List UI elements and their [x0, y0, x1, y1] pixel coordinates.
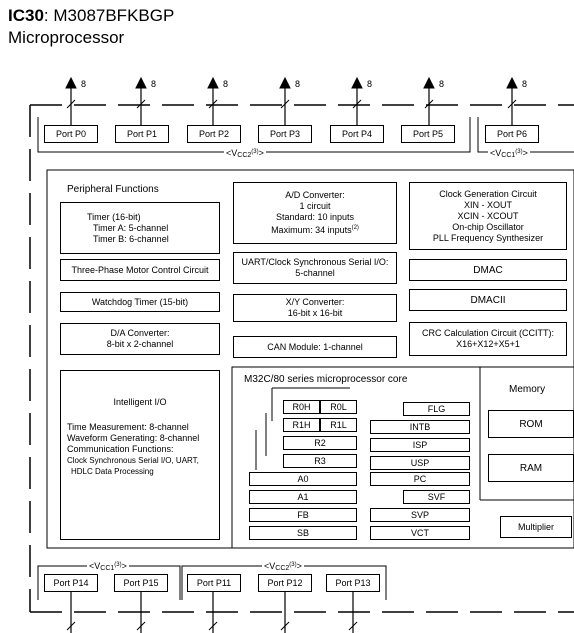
crc-title: CRC Calculation Circuit (CCITT): [421, 328, 555, 338]
clock-oscillator: On-chip Oscillator [452, 221, 524, 232]
communication-functions: Communication Functions: [67, 444, 174, 454]
ad-converter-block: A/D Converter: 1 circuit Standard: 10 in… [233, 182, 397, 244]
register-usp: USP [370, 456, 470, 470]
register-r0h: R0H [283, 400, 320, 414]
uart-block: UART/Clock Synchronous Serial I/O: 5-cha… [233, 252, 397, 284]
watchdog-block: Watchdog Timer (15-bit) [60, 292, 220, 312]
register-a1: A1 [249, 490, 357, 504]
three-phase-block: Three-Phase Motor Control Circuit [60, 259, 220, 281]
port-p4: Port P4 [330, 125, 384, 143]
bus-width-label: 8 [223, 79, 229, 89]
vcc1-label-top: <VCC1(3)> [488, 147, 530, 161]
bus-width-label: 8 [522, 79, 528, 89]
crc-polynomial: X16+X12+X5+1 [456, 339, 520, 349]
comm-detail-1: Clock Synchronous Serial I/O, UART, [67, 456, 199, 465]
register-svp: SVP [370, 508, 470, 522]
ram-block: RAM [488, 454, 574, 482]
port-p3: Port P3 [258, 125, 312, 143]
bus-width-label: 8 [81, 79, 87, 89]
clock-pll: PLL Frequency Synthesizer [432, 232, 544, 243]
register-vct: VCT [370, 526, 470, 540]
uart-detail: 5-channel [295, 268, 335, 278]
port-p12: Port P12 [258, 574, 312, 592]
port-p0: Port P0 [44, 125, 98, 143]
timer-b: Timer B: 6-channel [93, 233, 169, 244]
register-svf: SVF [403, 490, 470, 504]
port-p15: Port P15 [114, 574, 168, 592]
intelligent-io-heading: Intelligent I/O [113, 397, 167, 407]
port-p13: Port P13 [326, 574, 380, 592]
port-p14: Port P14 [44, 574, 98, 592]
timer-title: Timer (16-bit) [87, 211, 141, 222]
clock-title: Clock Generation Circuit [439, 188, 537, 199]
port-p6: Port P6 [485, 125, 539, 143]
rom-block: ROM [488, 410, 574, 438]
ad-circuits: 1 circuit [299, 201, 331, 211]
port-p2: Port P2 [187, 125, 241, 143]
port-p1: Port P1 [115, 125, 169, 143]
bus-width-label: 8 [151, 79, 157, 89]
port-p5: Port P5 [401, 125, 455, 143]
da-detail: 8-bit x 2-channel [106, 339, 174, 349]
comm-detail-2: HDLC Data Processing [71, 467, 154, 476]
da-title: D/A Converter: [110, 328, 170, 338]
da-converter-block: D/A Converter: 8-bit x 2-channel [60, 323, 220, 355]
register-r0l: R0L [320, 400, 357, 414]
title-id: IC30 [8, 6, 44, 25]
memory-heading: Memory [509, 384, 546, 395]
bus-width-label: 8 [439, 79, 445, 89]
peripheral-heading: Peripheral Functions [67, 184, 159, 195]
ad-maximum: Maximum: 34 inputs [271, 225, 352, 235]
vcc1-label-bottom: <VCC1(3)> [87, 560, 129, 574]
crc-block: CRC Calculation Circuit (CCITT): X16+X12… [409, 322, 567, 356]
register-r1h: R1H [283, 418, 320, 432]
timer-block: Timer (16-bit) Timer A: 5-channel Timer … [60, 202, 220, 254]
xy-converter-block: X/Y Converter: 16-bit x 16-bit [233, 294, 397, 322]
clock-xin: XIN - XOUT [463, 199, 512, 210]
clock-generation-block: Clock Generation Circuit XIN - XOUT XCIN… [409, 182, 567, 250]
time-measurement: Time Measurement: 8-channel [67, 422, 189, 432]
ad-note: (2) [351, 225, 359, 231]
xy-detail: 16-bit x 16-bit [287, 308, 343, 318]
multiplier-block: Multiplier [500, 516, 572, 538]
register-r1l: R1L [320, 418, 357, 432]
vcc2-label-top: <VCC2(3)> [224, 147, 266, 161]
bus-width-label: 8 [367, 79, 373, 89]
vcc2-label-bottom: <VCC2(3)> [262, 560, 304, 574]
waveform-generating: Waveform Generating: 8-channel [67, 433, 200, 443]
register-r3: R3 [283, 454, 357, 468]
register-isp: ISP [370, 438, 470, 452]
ad-title: A/D Converter: [285, 190, 345, 200]
dmac-block: DMAC [409, 259, 567, 281]
dmacii-block: DMACII [409, 289, 567, 311]
uart-title: UART/Clock Synchronous Serial I/O: [241, 257, 389, 267]
timer-a: Timer A: 5-channel [93, 222, 169, 233]
page-subtitle: Microprocessor [8, 28, 125, 47]
register-flg: FLG [403, 402, 470, 416]
clock-xcin: XCIN - XCOUT [457, 210, 519, 221]
intelligent-io-block: Intelligent I/O Time Measurement: 8-chan… [60, 370, 220, 540]
title-part: : M3087BFKBGP [43, 6, 175, 25]
register-sb: SB [249, 526, 357, 540]
bus-width-label: 8 [295, 79, 301, 89]
xy-title: X/Y Converter: [285, 297, 345, 307]
register-intb: INTB [370, 420, 470, 434]
port-p11: Port P11 [187, 574, 241, 592]
register-pc: PC [370, 472, 470, 486]
register-r2: R2 [283, 436, 357, 450]
page-title: IC30: M3087BFKBGP [8, 6, 174, 26]
register-fb: FB [249, 508, 357, 522]
core-heading: M32C/80 series microprocessor core [244, 374, 408, 385]
register-a0: A0 [249, 472, 357, 486]
ad-standard: Standard: 10 inputs [275, 212, 355, 222]
can-module-block: CAN Module: 1-channel [233, 336, 397, 358]
